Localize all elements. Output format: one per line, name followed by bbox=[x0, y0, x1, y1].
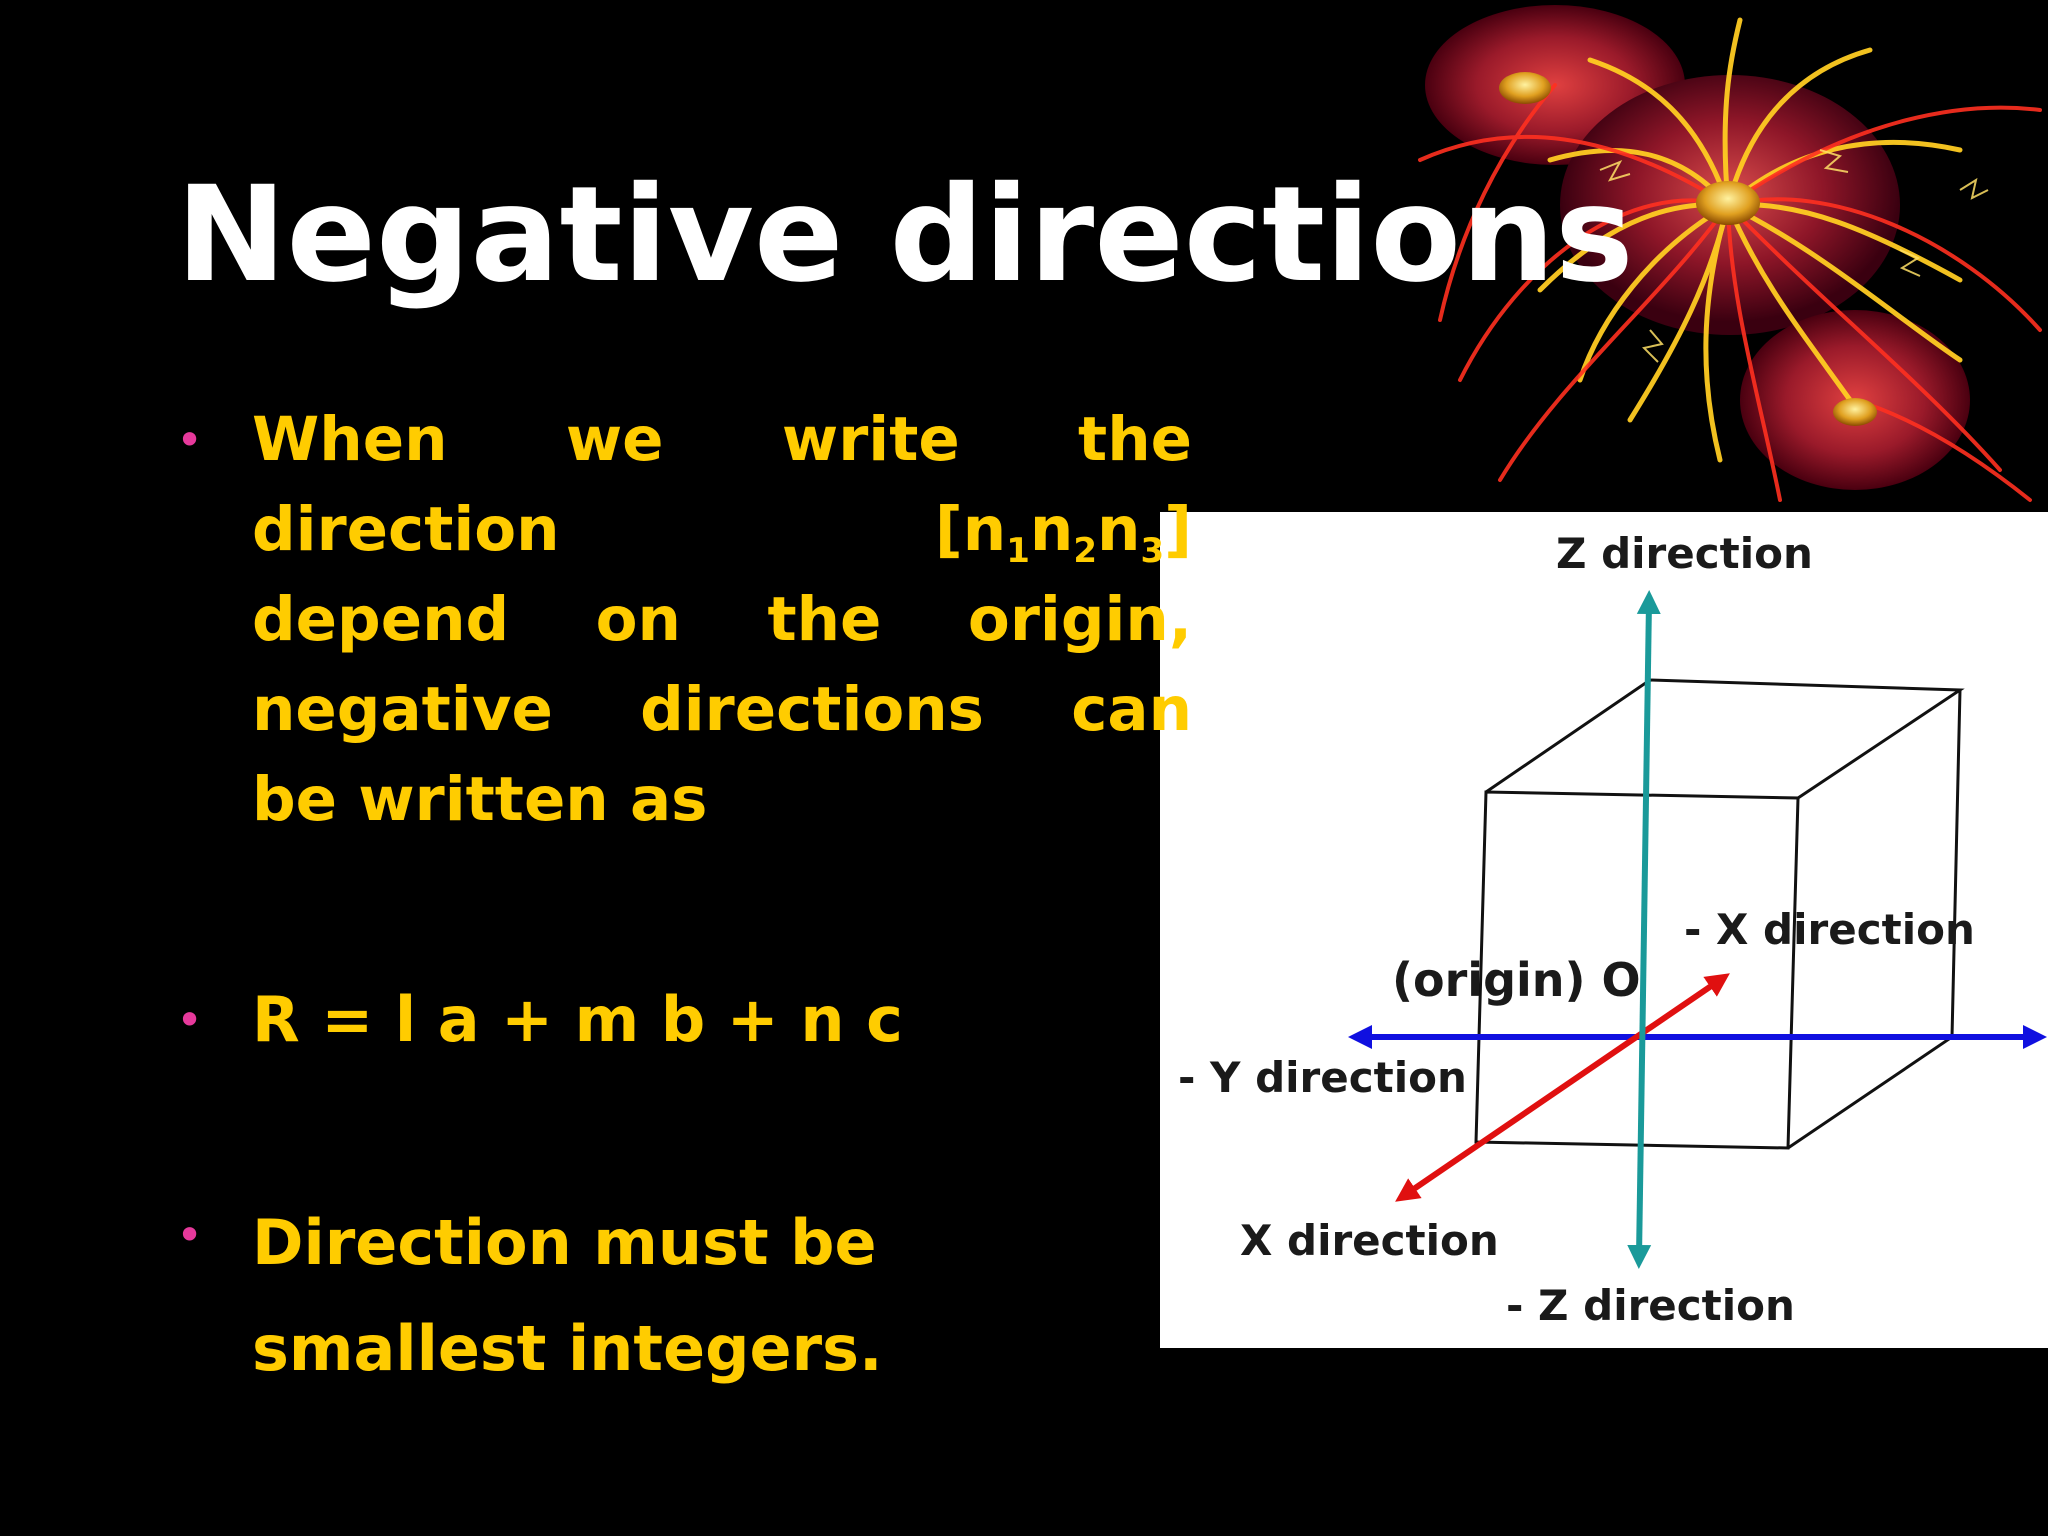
bullet-line: be written as bbox=[252, 764, 708, 835]
bullet-text: R = l a + m b + n c bbox=[252, 983, 903, 1056]
bullet-marker: • bbox=[176, 993, 204, 1047]
direction-word: direction bbox=[252, 494, 560, 565]
z-axis-line bbox=[1627, 590, 1661, 1269]
flower-core bbox=[1499, 72, 1551, 104]
flower-core bbox=[1696, 181, 1760, 225]
bullet-text: When we write the direction [n1n2n3] dep… bbox=[252, 395, 1192, 845]
axes-diagram: Z direction - Z direction X direction - … bbox=[1160, 512, 2048, 1348]
slide-title: Negative directions bbox=[176, 158, 1634, 312]
flower-tendrils bbox=[1418, 83, 2042, 502]
bullet-line-direction: direction [n1n2n3] bbox=[252, 485, 1192, 575]
bullet-line: smallest integers. bbox=[252, 1312, 883, 1385]
direction-notation: [n1n2n3] bbox=[934, 494, 1192, 571]
bullet-item: • When we write the direction [n1n2n3] d… bbox=[176, 395, 1192, 845]
bullet-text: Direction must be smallest integers. bbox=[252, 1190, 1194, 1402]
flower-core bbox=[1833, 398, 1877, 426]
bullet-line: When we write the bbox=[252, 404, 1192, 475]
axes-diagram-svg: Z direction - Z direction X direction - … bbox=[1178, 529, 2047, 1330]
neg-x-direction-label: - X direction bbox=[1684, 905, 1975, 954]
x-axis-line bbox=[1395, 973, 1730, 1202]
bullet-item: • Direction must be smallest integers. bbox=[176, 1190, 1016, 1402]
z-direction-label: Z direction bbox=[1556, 529, 1813, 578]
decorative-flower-graphic bbox=[1418, 5, 2042, 502]
bullet-item: • R = l a + m b + n c bbox=[176, 975, 1016, 1065]
bullet-line: depend on the origin, bbox=[252, 584, 1192, 655]
bullet-marker: • bbox=[176, 413, 204, 467]
neg-y-direction-label: - Y direction bbox=[1178, 1053, 1467, 1102]
x-direction-label: X direction bbox=[1240, 1216, 1499, 1265]
cube-top-face bbox=[1485, 678, 1965, 800]
bullet-line: negative directions can bbox=[252, 674, 1192, 745]
bullet-line: Direction must be bbox=[252, 1206, 877, 1279]
neg-z-direction-label: - Z direction bbox=[1506, 1281, 1795, 1330]
origin-label: (origin) O bbox=[1392, 953, 1641, 1007]
flower-sparkles bbox=[1599, 149, 1989, 363]
bullet-marker: • bbox=[176, 1208, 204, 1262]
